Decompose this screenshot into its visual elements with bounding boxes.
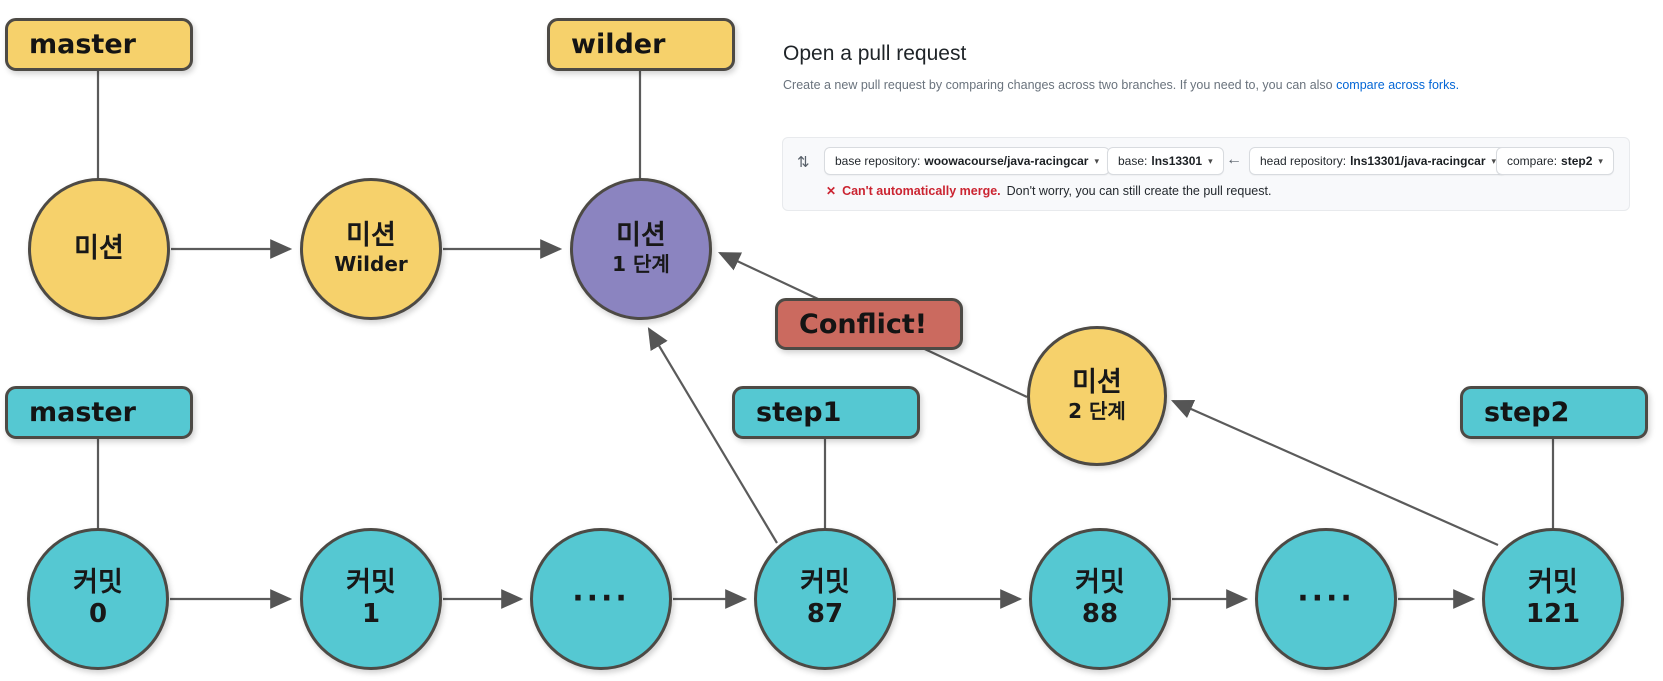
pr-subtitle: Create a new pull request by comparing c… <box>783 78 1459 92</box>
arrow-c87-to-stage1 <box>647 327 778 544</box>
node-text: 0 <box>88 598 108 629</box>
node-commit-87: 커밋 87 <box>754 528 896 670</box>
base-repository-dropdown[interactable]: base repository: woowacourse/java-racing… <box>824 147 1110 175</box>
branch-label-text: master <box>29 397 136 428</box>
branch-label-master-top: master <box>5 18 193 71</box>
merge-warning-rest: Don't worry, you can still create the pu… <box>1006 184 1272 198</box>
compare-branch-dropdown[interactable]: compare: step2 ▾ <box>1496 147 1614 175</box>
dropdown-label: base: <box>1118 154 1148 168</box>
compare-across-forks-link[interactable]: compare across forks. <box>1336 78 1460 92</box>
dropdown-label: compare: <box>1507 154 1558 168</box>
node-text: 1 단계 <box>612 251 670 276</box>
node-mission-wilder: 미션 Wilder <box>300 178 442 320</box>
chevron-down-icon: ▾ <box>1208 155 1213 166</box>
node-text: 1 <box>361 598 381 629</box>
head-repository-dropdown[interactable]: head repository: lns13301/java-racingcar… <box>1249 147 1508 175</box>
branch-label-master-bottom: master <box>5 386 193 439</box>
node-text: ···· <box>1297 581 1355 617</box>
dropdown-value: woowacourse/java-racingcar <box>924 154 1089 168</box>
node-mission: 미션 <box>28 178 170 320</box>
git-compare-icon: ⇅ <box>797 154 810 171</box>
x-icon: ✕ <box>826 184 837 198</box>
node-mission-stage1: 미션 1 단계 <box>570 178 712 320</box>
node-text: 커밋 <box>1528 566 1578 598</box>
branch-label-text: step1 <box>756 397 842 428</box>
node-text: 커밋 <box>73 566 123 598</box>
branch-label-text: master <box>29 29 136 60</box>
node-text: 121 <box>1525 598 1581 629</box>
compare-branch-panel: ⇅ base repository: woowacourse/java-raci… <box>782 137 1630 211</box>
branch-label-text: wilder <box>571 29 666 60</box>
pr-title: Open a pull request <box>783 42 967 65</box>
node-text: 2 단계 <box>1068 398 1126 423</box>
branch-label-step1: step1 <box>732 386 920 439</box>
node-text: 커밋 <box>346 566 396 598</box>
branch-label-wilder: wilder <box>547 18 735 71</box>
node-dots-left: ···· <box>530 528 672 670</box>
node-text: 커밋 <box>1075 566 1125 598</box>
node-text: 미션 <box>616 220 666 252</box>
chevron-down-icon: ▾ <box>1491 155 1497 166</box>
node-commit-121: 커밋 121 <box>1482 528 1624 670</box>
dropdown-value: lns13301/java-racingcar <box>1350 154 1486 168</box>
arrow-c121-to-stage2 <box>1170 399 1499 547</box>
node-text: 88 <box>1081 598 1119 629</box>
conflict-label: Conflict! <box>775 298 963 350</box>
node-text: 미션 <box>1072 367 1122 399</box>
dropdown-value: step2 <box>1561 154 1593 168</box>
node-text: ···· <box>572 581 630 617</box>
node-mission-stage2: 미션 2 단계 <box>1027 326 1167 466</box>
base-branch-dropdown[interactable]: base: lns13301 ▾ <box>1107 147 1224 175</box>
dropdown-value: lns13301 <box>1151 154 1203 168</box>
arrow-left-icon: ← <box>1226 151 1242 168</box>
node-commit-0: 커밋 0 <box>27 528 169 670</box>
branch-label-text: step2 <box>1484 397 1570 428</box>
node-text: 미션 <box>346 220 396 252</box>
node-commit-88: 커밋 88 <box>1029 528 1171 670</box>
node-text: Wilder <box>334 251 408 276</box>
node-text: 커밋 <box>800 566 850 598</box>
merge-warning-bold: Can't automatically merge. <box>842 184 1001 198</box>
node-text: 87 <box>806 598 844 629</box>
dropdown-label: head repository: <box>1260 154 1347 168</box>
dropdown-label: base repository: <box>835 154 921 168</box>
merge-warning: ✕ Can't automatically merge. Don't worry… <box>826 184 1271 198</box>
node-text: 미션 <box>74 232 124 264</box>
node-dots-right: ···· <box>1255 528 1397 670</box>
chevron-down-icon: ▾ <box>1598 155 1603 166</box>
branch-label-step2: step2 <box>1460 386 1648 439</box>
node-commit-1: 커밋 1 <box>300 528 442 670</box>
pr-subtitle-text: Create a new pull request by comparing c… <box>783 78 1333 92</box>
chevron-down-icon: ▾ <box>1094 155 1099 166</box>
conflict-label-text: Conflict! <box>799 308 928 340</box>
